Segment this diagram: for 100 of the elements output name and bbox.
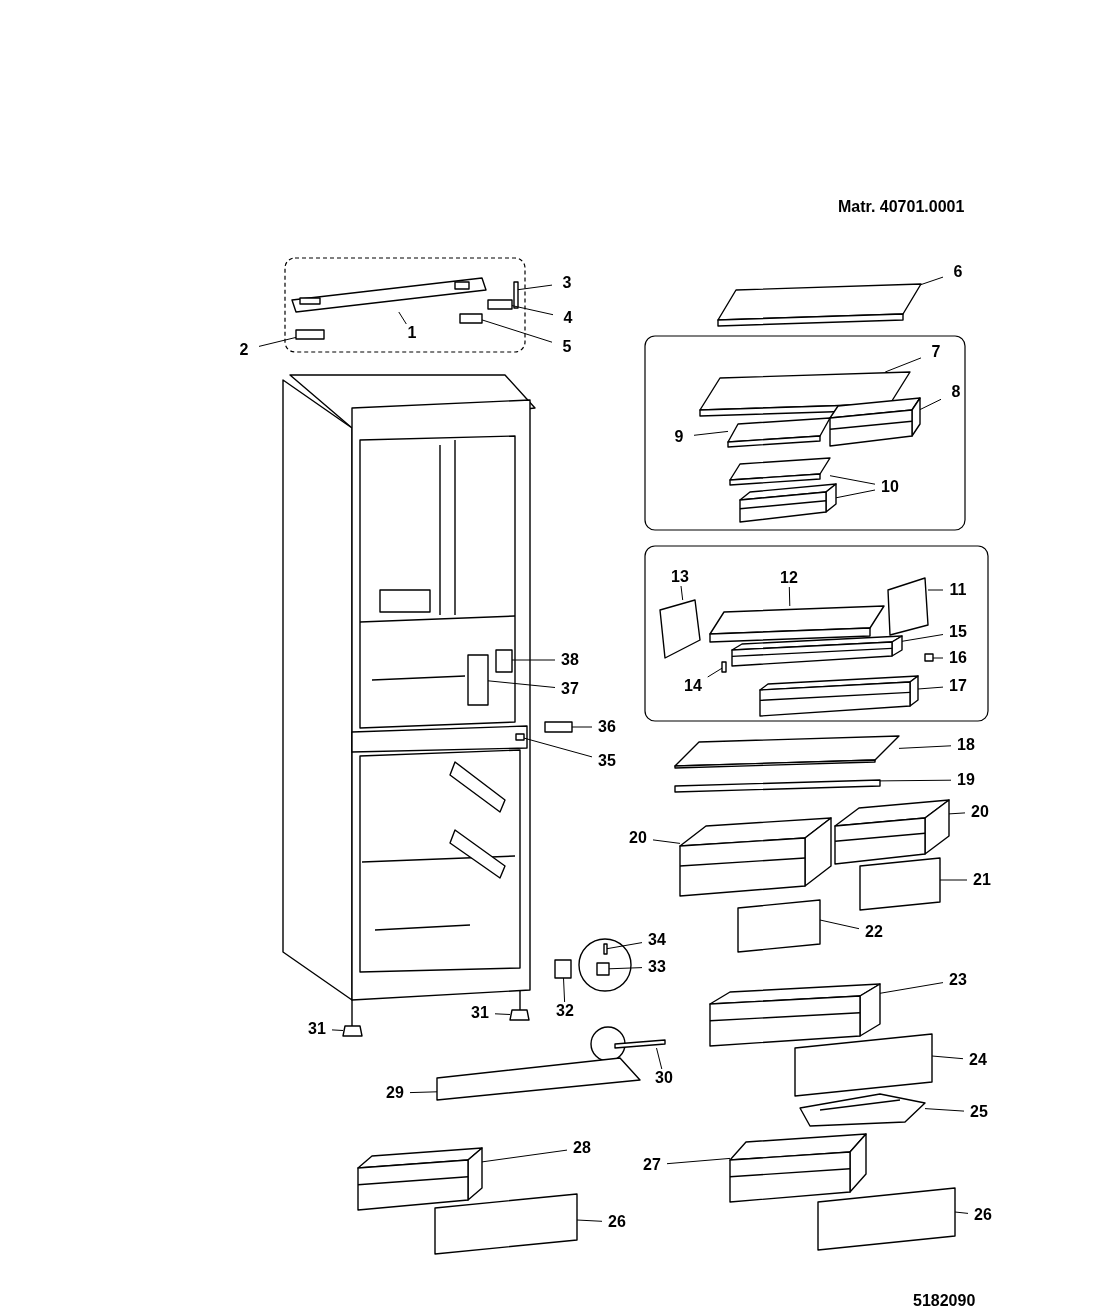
callout-number: 31 [302,1020,332,1038]
cover-cap-drawing [295,329,325,340]
pin-drawing [603,943,608,955]
callout-number: 36 [592,718,622,736]
leader-line [879,982,944,994]
callout-number: 26 [968,1206,998,1224]
leader-line [398,311,407,325]
leader-line [511,659,556,661]
leader-line [606,942,643,950]
callout-number: 20 [623,829,653,847]
glass-shelf-drawing [674,735,900,769]
leader-line [829,475,876,485]
clip-drawing [554,959,572,979]
leader-line [608,967,643,970]
callout-number: 10 [875,478,905,496]
callout-number: 30 [649,1069,679,1087]
callout-number: 3 [552,274,582,292]
callout-number: 11 [943,581,973,599]
callout-number: 17 [943,677,973,695]
callout-number: 25 [964,1103,994,1121]
callout-number: 34 [642,931,672,949]
leader-line [652,839,681,844]
callout-number: 20 [965,803,995,821]
callout-number: 22 [859,923,889,941]
crisper-drawer-drawing [834,799,950,865]
callout-number: 24 [963,1051,993,1069]
callout-number: 28 [567,1139,597,1157]
callout-number: 15 [943,623,973,641]
freezer-drawer-drawing [729,1133,867,1203]
bracket-drawing [659,599,701,659]
shelf-drawing [699,371,911,417]
leader-line [788,586,791,607]
leader-line [879,779,952,782]
leader-line [917,686,944,690]
leader-line [819,919,860,930]
callout-number: 18 [951,736,981,754]
leader-line [939,879,968,881]
leader-line [707,667,723,678]
callout-number: 13 [665,568,695,586]
callout-number: 23 [943,971,973,989]
material-number: Matr. 40701.0001 [838,198,965,216]
drawer-front-drawing [817,1187,956,1251]
callout-number: 29 [380,1084,410,1102]
hinge-drawing [596,962,610,976]
callout-number: 33 [642,958,672,976]
adjustable-foot-drawing [342,999,363,1037]
leader-line [511,305,554,316]
lamp-cover-drawing [467,654,489,706]
leader-line [481,1149,568,1163]
cover-cap-drawing [459,313,483,324]
leader-line [487,680,556,688]
callout-number: 19 [951,771,981,789]
callout-number: 8 [941,383,971,401]
leader-line [666,1157,731,1165]
callout-number: 16 [943,649,973,667]
callout-number: 37 [555,680,585,698]
leader-line [924,1108,965,1112]
callout-number: 9 [664,428,694,446]
leader-line [331,1029,344,1031]
leader-line [481,319,553,343]
pin-drawing [721,661,727,673]
shelf-frame-drawing [674,779,881,793]
callout-number: 12 [774,569,804,587]
leader-line [932,657,944,659]
flap-drawing [759,675,919,717]
callout-number: 7 [921,343,951,361]
bracket-drawing [887,577,929,636]
callout-number: 35 [592,752,622,770]
rail-drawing [731,635,903,667]
crisper-cover-drawing [709,605,885,643]
leader-line [835,489,876,499]
egg-tray-drawing [799,1093,926,1127]
ice-grid-drawing [729,457,831,486]
tray-lid-drawing [727,417,831,448]
tray-drawing [829,397,921,447]
callout-number: 38 [555,651,585,669]
leader-line [948,812,966,815]
leader-line [931,1055,964,1060]
leader-line [656,1047,663,1070]
leader-line [693,430,729,436]
freezer-drawer-drawing [357,1147,483,1211]
hinge-bar-drawing [291,277,487,313]
callout-number: 21 [967,871,997,889]
leader-line [563,977,566,1003]
leader-line [680,585,684,601]
leader-line [576,1219,603,1222]
leader-line [927,589,944,591]
callout-number: 5 [552,338,582,356]
callout-number: 1 [397,324,427,342]
leader-line [884,357,922,373]
callout-number: 4 [553,309,583,327]
callout-number: 6 [943,263,973,281]
callout-number: 27 [637,1156,667,1174]
callout-number: 2 [229,341,259,359]
ice-tray-drawing [739,483,837,523]
drawer-front-drawing [859,857,941,911]
hinge-pin-drawing [614,1039,666,1049]
drawing-number: 5182090 [913,1292,976,1310]
drawer-front-drawing [434,1193,578,1255]
callout-number: 31 [465,1004,495,1022]
